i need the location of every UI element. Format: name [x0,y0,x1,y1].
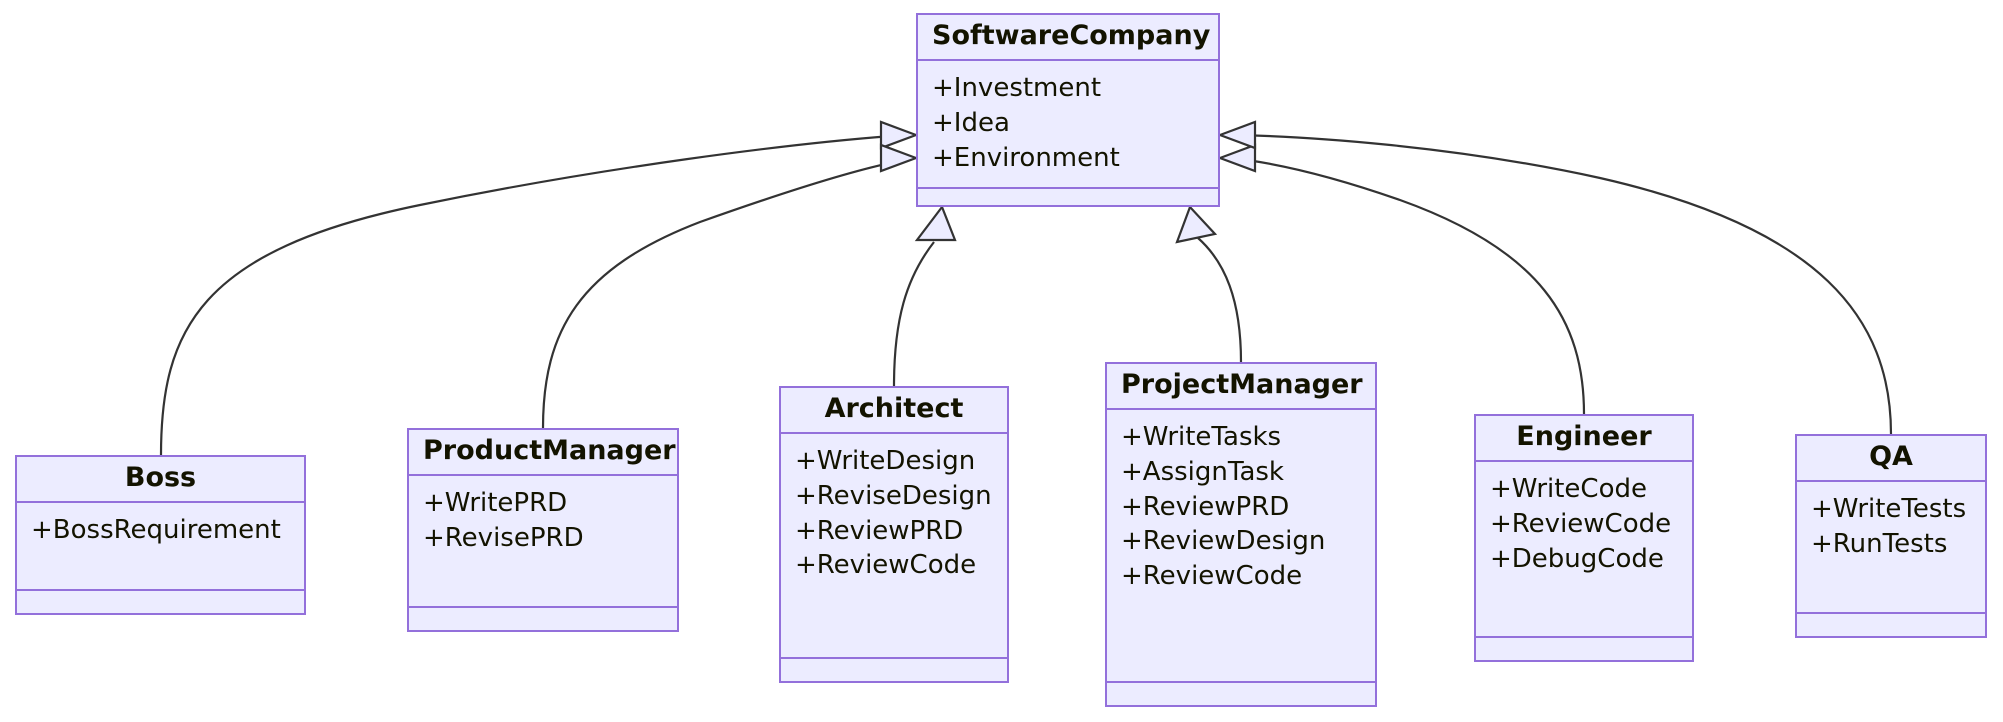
uml-class-product-manager[interactable]: ProductManager+WritePRD+RevisePRD [407,428,679,632]
class-attribute: +RevisePRD [423,522,584,553]
class-title-product-manager: ProductManager [409,430,677,477]
class-attribute: +WriteTests [1811,494,1967,525]
class-methods-product-manager [409,608,677,630]
class-attribute: +ReviewCode [1490,508,1672,539]
class-attribute: +Environment [932,142,1120,173]
uml-class-architect[interactable]: Architect +WriteDesign+ReviseDesign +Revie… [779,386,1009,683]
class-attribute: +ReviewPRD [1121,491,1290,522]
class-title-software-company: SoftwareCompany [918,15,1218,62]
hollow-triangle-arrowhead [1175,204,1218,244]
class-attribute: +WriteDesign [795,446,976,477]
hollow-triangle-arrowhead [1216,143,1257,173]
uml-class-boss[interactable]: Boss +BossRequirement [15,455,306,615]
class-attributes-software-company: +Investment+Idea +Environment [918,61,1218,190]
class-attribute: +Idea [932,107,1010,138]
class-methods-engineer [1476,638,1692,660]
class-attribute: +ReviewPRD [795,515,964,546]
uml-class-engineer[interactable]: Engineer +WriteCode+ReviewCode +DebugCode [1474,414,1694,662]
uml-class-project-manager[interactable]: ProjectManager +WriteTasks+AssignTask +Rev… [1105,362,1377,707]
class-title-qa: QA [1797,436,1985,483]
class-attribute: +WriteCode [1490,474,1647,505]
class-title-boss: Boss [17,457,304,504]
edge-architect-to-software-company [892,204,957,387]
class-attribute: +ReviewCode [1121,560,1303,591]
class-attributes-project-manager: +WriteTasks+AssignTask +ReviewPRD +ReviewD… [1107,410,1375,683]
hollow-triangle-arrowhead [879,120,920,150]
class-attribute: +RunTests [1811,528,1948,559]
class-methods-qa [1797,614,1985,636]
class-methods-boss [17,591,304,613]
class-attributes-engineer: +WriteCode+ReviewCode +DebugCode [1476,462,1692,638]
class-attribute: +Investment [932,73,1102,104]
hollow-triangle-arrowhead [879,143,920,173]
class-methods-software-company [918,189,1218,211]
class-title-architect: Architect [781,388,1007,435]
class-attribute: +AssignTask [1121,456,1284,487]
class-attribute: +ReviseDesign [795,480,992,511]
hollow-triangle-arrowhead [914,204,957,242]
class-methods-architect [781,659,1007,681]
class-attributes-boss: +BossRequirement [17,503,304,591]
class-attribute: +ReviewDesign [1121,526,1326,557]
class-attribute: +BossRequirement [31,515,281,546]
edge-project-manager-to-software-company [1175,204,1243,363]
class-attribute: +ReviewCode [795,550,977,581]
uml-class-qa[interactable]: QA+WriteTests+RunTests [1795,434,1987,638]
uml-class-software-company[interactable]: SoftwareCompany +Investment+Idea +Environm… [916,13,1220,207]
class-attributes-qa: +WriteTests+RunTests [1797,482,1985,614]
class-title-engineer: Engineer [1476,416,1692,463]
class-attributes-architect: +WriteDesign+ReviseDesign +ReviewPRD +Revi… [781,434,1007,659]
class-attribute: +WriteTasks [1121,422,1282,453]
class-attribute: +WritePRD [423,488,568,519]
hollow-triangle-arrowhead [1216,120,1257,150]
class-attributes-product-manager: +WritePRD+RevisePRD [409,476,677,608]
class-title-project-manager: ProjectManager [1107,364,1375,411]
class-methods-project-manager [1107,683,1375,705]
class-attribute: +DebugCode [1490,543,1664,574]
